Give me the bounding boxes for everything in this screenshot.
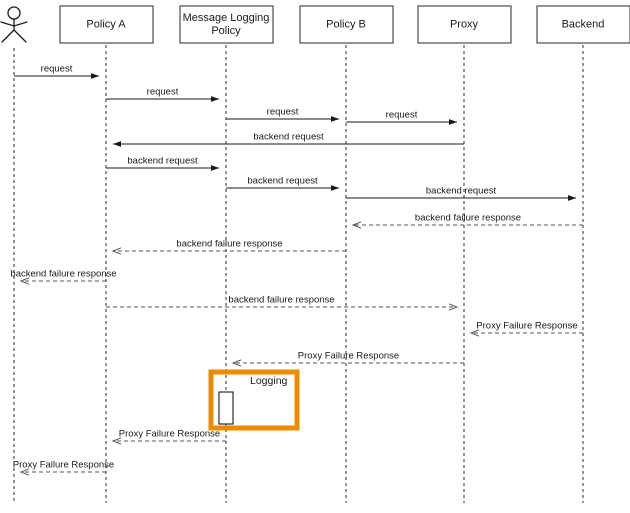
message-6[interactable]: backend request — [106, 156, 220, 171]
activation-bar — [218, 391, 234, 425]
message-label-2: request — [147, 87, 179, 98]
message-13[interactable]: Proxy Failure Response — [471, 321, 583, 334]
message-label-4: request — [386, 110, 418, 121]
participant-box-proxy[interactable] — [417, 5, 512, 44]
message-10[interactable]: backend failure response — [113, 239, 346, 252]
message-5[interactable]: backend request — [112, 132, 464, 147]
logging-highlight-box[interactable] — [208, 369, 300, 431]
message-3[interactable]: request — [226, 107, 340, 122]
message-label-11: backend failure response — [10, 269, 116, 280]
message-label-3: request — [267, 107, 299, 118]
message-label-16: Proxy Failure Response — [13, 460, 114, 471]
message-label-5: backend request — [253, 132, 324, 143]
message-7[interactable]: backend request — [226, 176, 340, 191]
participant-policyA[interactable]: Policy A — [59, 5, 154, 503]
participant-label-mlp: Message Logging — [183, 12, 270, 24]
participant-backend[interactable]: Backend — [536, 5, 630, 503]
message-4[interactable]: request — [346, 110, 458, 125]
logging-fragment: Logging — [211, 372, 297, 428]
participant-label-policyB: Policy B — [326, 18, 366, 30]
participant-label-backend: Backend — [562, 18, 605, 30]
message-8[interactable]: backend request — [346, 186, 577, 201]
message-11[interactable]: backend failure response — [10, 269, 117, 282]
participant-box-policyA[interactable] — [59, 5, 154, 44]
participant-label-proxy: Proxy — [450, 18, 479, 30]
messages-layer: request request request request backend requ… — [10, 64, 583, 473]
message-14[interactable]: Proxy Failure Response — [233, 351, 464, 364]
message-2[interactable]: request — [106, 87, 220, 102]
participant-label-policyA: Policy A — [86, 18, 126, 30]
participant-box-mlp[interactable] — [179, 5, 274, 44]
participant-box-policyB[interactable] — [299, 5, 394, 44]
participant-policyB[interactable]: Policy B — [299, 5, 394, 503]
participant-actor[interactable] — [0, 6, 28, 503]
message-15[interactable]: Proxy Failure Response — [113, 429, 226, 442]
message-1[interactable]: request — [14, 64, 100, 79]
logging-fragment-label: Logging — [250, 375, 288, 387]
message-label-1: request — [41, 64, 73, 75]
actor-icon — [0, 6, 28, 43]
message-label-13: Proxy Failure Response — [476, 321, 577, 332]
message-label-8: backend request — [426, 186, 497, 197]
message-label-10: backend failure response — [176, 239, 282, 250]
message-label-14: Proxy Failure Response — [298, 351, 399, 362]
message-12[interactable]: backend failure response — [106, 295, 457, 308]
message-16[interactable]: Proxy Failure Response — [13, 460, 114, 473]
message-label-15: Proxy Failure Response — [119, 429, 220, 440]
participant-box-backend[interactable] — [536, 5, 630, 44]
message-label-9: backend failure response — [415, 213, 521, 224]
message-label-6: backend request — [127, 156, 198, 167]
participant-proxy[interactable]: Proxy — [417, 5, 512, 503]
message-label-12: backend failure response — [228, 295, 334, 306]
message-label-7: backend request — [247, 176, 318, 187]
participant-label-mlp: Policy — [211, 25, 241, 37]
message-9[interactable]: backend failure response — [353, 213, 583, 226]
